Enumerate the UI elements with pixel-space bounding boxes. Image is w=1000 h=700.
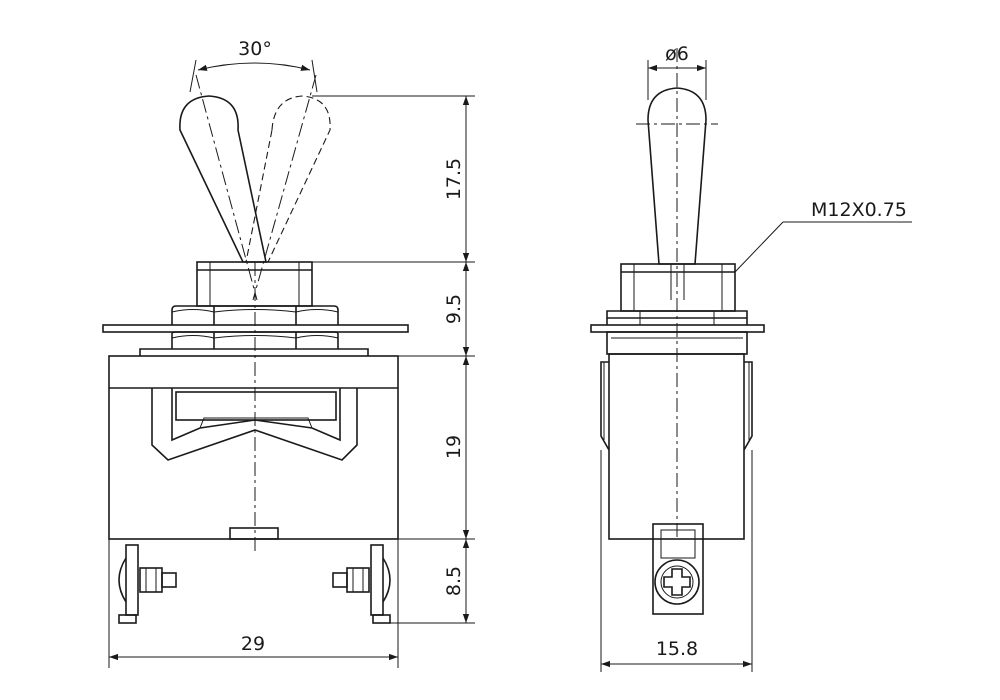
front-body-top xyxy=(139,348,369,356)
front-lever-alt-position xyxy=(245,95,331,263)
thread-spec-label: M12X0.75 xyxy=(811,199,907,221)
bushing-height-label: 9.5 xyxy=(443,294,465,324)
side-terminal xyxy=(652,523,704,615)
front-width-dimension: 29 xyxy=(108,539,399,668)
lever-diameter-label: ø6 xyxy=(665,43,689,65)
front-bottom-tab xyxy=(229,527,279,540)
body-width-label: 29 xyxy=(241,633,265,655)
side-clip-right xyxy=(743,361,753,451)
front-terminal-right xyxy=(332,544,391,624)
terminal-height-label: 8.5 xyxy=(443,566,465,596)
front-vertical-dimensions: 17.5 9.5 19 8.5 xyxy=(312,95,475,624)
lever-height-label: 17.5 xyxy=(443,158,465,200)
front-lever xyxy=(179,95,267,263)
side-view: ø6 M12X0.75 15.8 xyxy=(590,43,912,672)
side-width-label: 15.8 xyxy=(656,638,698,660)
lever-diameter-dimension: ø6 xyxy=(647,43,707,100)
thread-callout: M12X0.75 xyxy=(734,199,912,273)
side-width-dimension: 15.8 xyxy=(600,450,753,672)
angle-dimension: 30° xyxy=(189,38,318,93)
front-view: 30° xyxy=(102,38,409,624)
body-height-label: 19 xyxy=(443,435,465,459)
side-lever xyxy=(647,87,707,265)
front-terminal-left xyxy=(118,544,177,624)
angle-label: 30° xyxy=(238,38,272,60)
side-bushing xyxy=(620,263,736,312)
side-clip-left xyxy=(600,361,610,451)
